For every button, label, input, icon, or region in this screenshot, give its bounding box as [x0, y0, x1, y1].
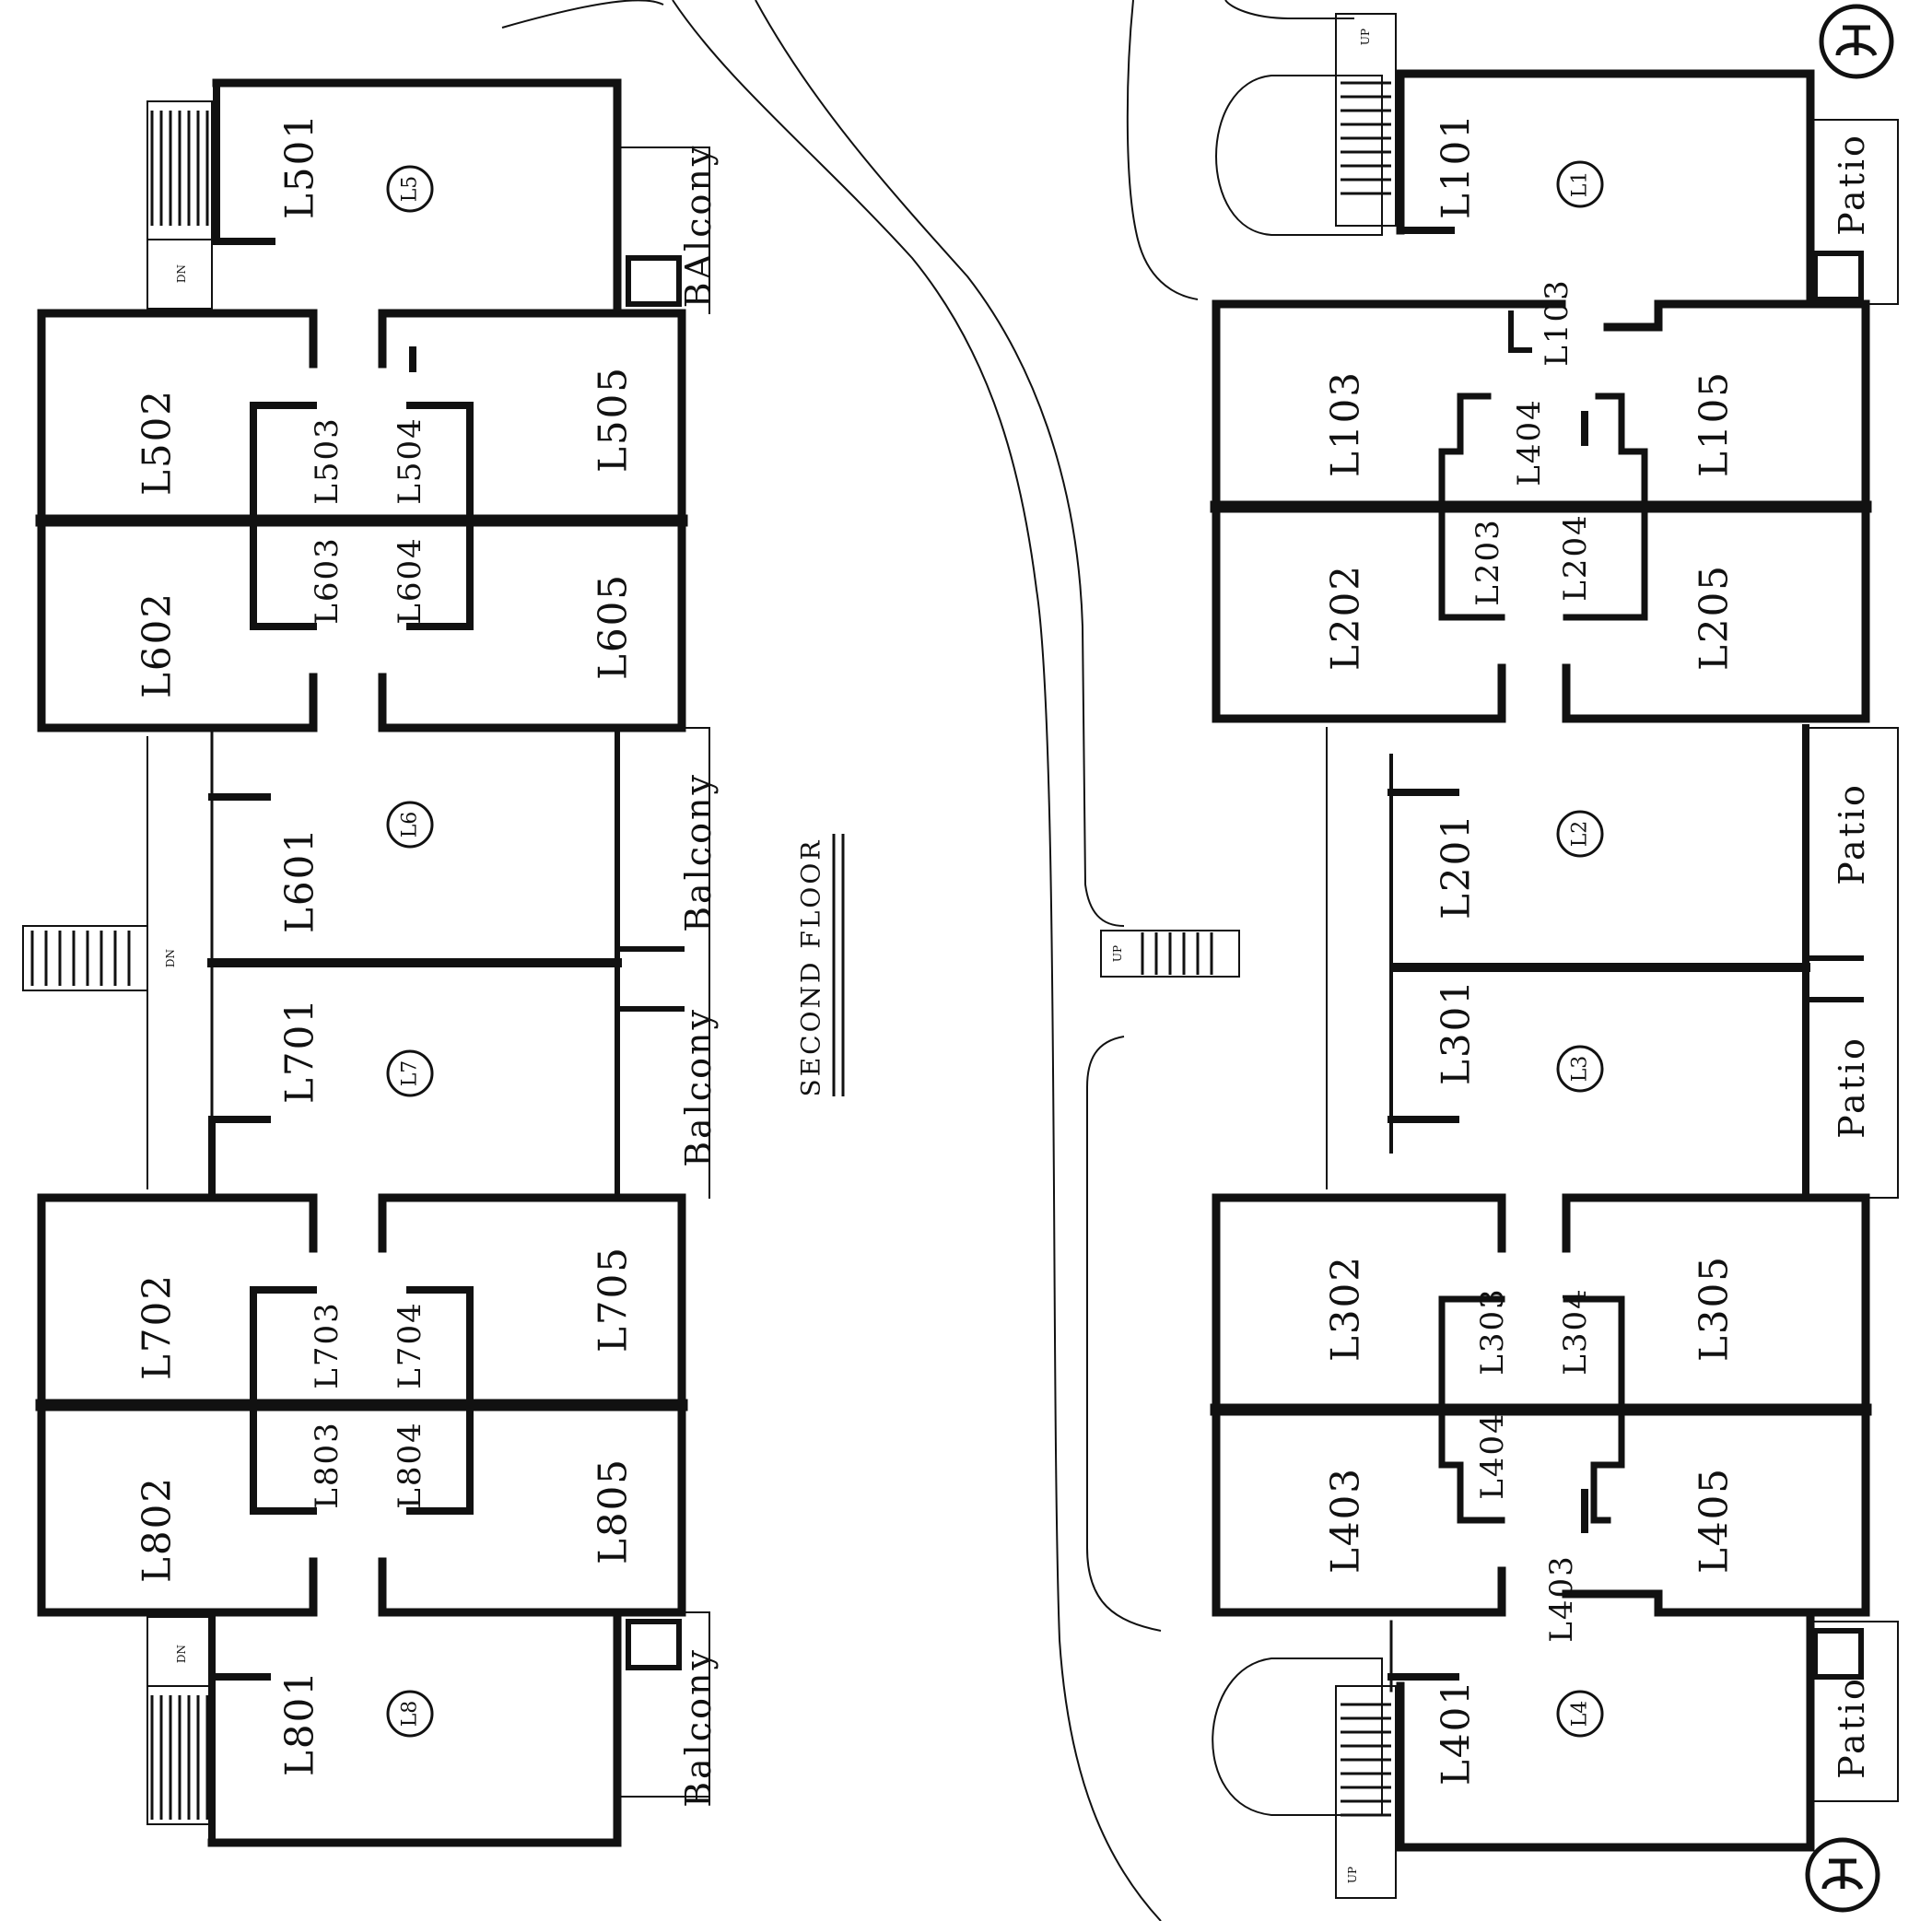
building-marker-label: L6 [399, 812, 422, 838]
building-marker-l3 [1556, 1045, 1604, 1093]
stair-direction-label: UP [1111, 945, 1124, 962]
right-stairs [1100, 13, 1397, 1899]
unit-label: L203 [1469, 518, 1506, 605]
accessible-icon [1819, 4, 1894, 79]
stair-labels: DN DN DN UP UP UP [164, 29, 1372, 1883]
unit-label: L702 [135, 1273, 180, 1380]
unit-label: L805 [591, 1458, 636, 1564]
unit-label: L103 [1539, 278, 1575, 366]
outdoor-labels: BAlcony Balcony Balcony Balcony Patio Pa… [678, 133, 1872, 1808]
unit-label: L601 [277, 826, 322, 933]
building-markers [386, 160, 1604, 1738]
unit-label: L404 [1511, 398, 1548, 486]
unit-label: L205 [1692, 564, 1737, 671]
patio-label: Patio [1832, 1676, 1872, 1779]
accessible-icon [1805, 1837, 1880, 1913]
title-underline [832, 834, 845, 1096]
driveway [501, 0, 1383, 1921]
unit-label: L303 [1474, 1287, 1511, 1375]
balcony-label: BAlcony [678, 144, 719, 309]
unit-label: L301 [1434, 978, 1479, 1085]
unit-label: L305 [1692, 1255, 1737, 1362]
unit-label: L101 [1434, 112, 1479, 219]
balcony-label: Balcony [678, 772, 719, 932]
patio-label: Patio [1832, 133, 1872, 236]
unit-label: L505 [591, 366, 636, 473]
unit-label: L302 [1323, 1255, 1368, 1362]
building-marker-labels: L5 L6 L7 L8 L1 L2 L3 L4 [399, 171, 1592, 1728]
unit-label: L705 [591, 1246, 636, 1353]
building-marker-label: L7 [399, 1060, 422, 1087]
building-marker-l4 [1556, 1690, 1604, 1738]
left-unit-labels: L501 L502 L503 L504 L505 L602 L603 L604 … [135, 112, 636, 1776]
unit-label: L202 [1323, 564, 1368, 671]
building-marker-label: L5 [399, 176, 422, 203]
unit-label: L604 [392, 536, 428, 624]
stair-direction-label: DN [175, 264, 188, 283]
building-marker-label: L3 [1569, 1056, 1592, 1083]
unit-label: L103 [1323, 370, 1368, 477]
unit-label: L105 [1692, 370, 1737, 477]
stair-direction-label: DN [164, 949, 177, 967]
unit-label: L603 [309, 536, 345, 624]
unit-label: L803 [309, 1421, 345, 1508]
unit-label: L804 [392, 1421, 428, 1508]
left-stairs [22, 100, 213, 1825]
unit-label: L801 [277, 1669, 322, 1776]
unit-label: L502 [135, 389, 180, 496]
stair-direction-label: UP [1346, 1867, 1359, 1883]
unit-label: L501 [277, 112, 322, 219]
unit-label: L405 [1692, 1467, 1737, 1574]
unit-label: L304 [1557, 1287, 1594, 1375]
unit-label: L503 [309, 416, 345, 504]
unit-label: L403 [1543, 1554, 1580, 1642]
building-marker-label: L1 [1569, 171, 1592, 198]
building-marker-l6 [386, 801, 434, 849]
unit-label: L403 [1323, 1467, 1368, 1574]
building-marker-l2 [1556, 810, 1604, 858]
building-marker-l1 [1556, 160, 1604, 208]
right-unit-labels: L101 L103 L103 L404 L105 L202 L203 L204 … [1323, 112, 1737, 1786]
right-building-walls [1210, 69, 1899, 1852]
balcony-label: Balcony [678, 1007, 719, 1167]
stair-direction-label: UP [1359, 29, 1372, 45]
building-marker-l5 [386, 165, 434, 213]
unit-label: L605 [591, 573, 636, 680]
unit-label: L401 [1434, 1679, 1479, 1786]
building-marker-label: L8 [399, 1701, 422, 1728]
building-marker-label: L2 [1569, 821, 1592, 848]
unit-label: L701 [277, 997, 322, 1104]
unit-label: L703 [309, 1301, 345, 1388]
patio-label: Patio [1832, 782, 1872, 885]
unit-label: L602 [135, 592, 180, 698]
balcony-label: Balcony [678, 1647, 719, 1808]
stair-direction-label: DN [175, 1645, 188, 1663]
floor-title: SECOND FLOOR [796, 838, 826, 1097]
unit-label: L704 [392, 1301, 428, 1388]
unit-label: L201 [1434, 813, 1479, 920]
building-marker-l8 [386, 1690, 434, 1738]
unit-label: L802 [135, 1476, 180, 1583]
unit-label: L204 [1557, 513, 1594, 601]
unit-label: L504 [392, 416, 428, 504]
building-marker-l7 [386, 1049, 434, 1097]
unit-label: L404 [1474, 1411, 1511, 1499]
building-marker-label: L4 [1569, 1701, 1592, 1728]
patio-label: Patio [1832, 1036, 1872, 1139]
left-building-walls [35, 78, 710, 1847]
